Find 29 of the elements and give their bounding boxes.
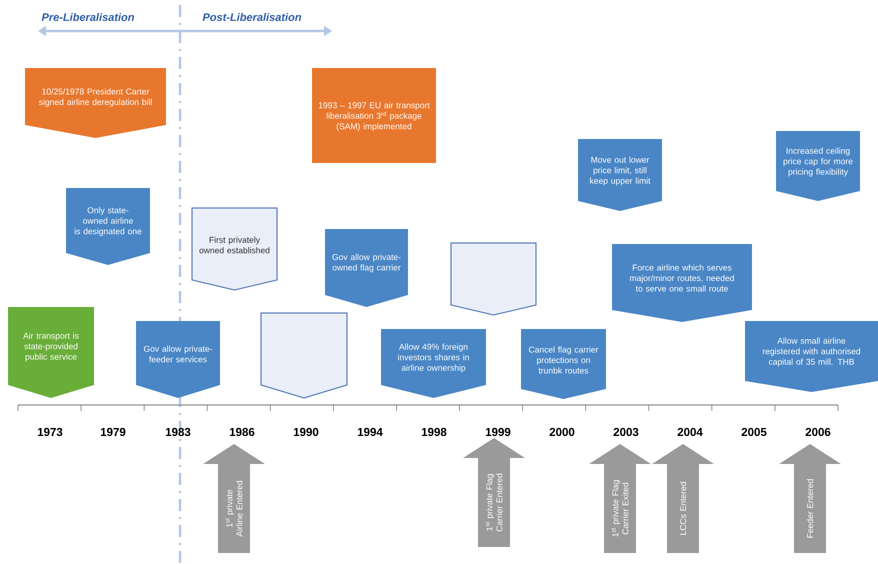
era-label: Post-Liberalisation <box>202 12 302 22</box>
callout-box: First privately owned established <box>192 208 278 290</box>
callout-box: Gov allow private-owned flag carrier <box>325 229 408 307</box>
year-label: 1998 <box>422 428 446 436</box>
year-label: 1994 <box>358 428 383 436</box>
callout-box: Cancel flag carrier protections on trunbk routes <box>521 329 606 399</box>
callout-box: Only state-owned airline is designated one <box>66 188 150 265</box>
callout-box: Allow 49% foreign investors shares in airline ownership <box>381 329 486 398</box>
callout-box: Move out lower price limit, still keep upper limit <box>578 139 662 211</box>
callout-box: Increased ceiling price cap for more pricing flexibility <box>776 131 860 201</box>
year-label: 1986 <box>230 428 254 436</box>
callout-box: Gov allow private-feeder services <box>136 321 220 398</box>
callout-box <box>260 312 348 399</box>
year-label: 2000 <box>550 428 574 436</box>
callout-box <box>450 242 536 316</box>
year-label: 2004 <box>678 428 703 436</box>
year-label: 1999 <box>486 428 510 436</box>
year-label: 1990 <box>294 428 318 436</box>
year-label: 1983 <box>166 428 190 436</box>
year-label: 1979 <box>100 428 126 436</box>
callout-box: 1993 – 1997 EU air transport liberalisation 3$^{rd}$ package (SAM) implemented <box>312 68 436 163</box>
year-label: 2005 <box>742 428 766 436</box>
year-label: 2003 <box>614 428 638 436</box>
callout-box: Air transport is state-provided public service <box>8 307 94 398</box>
year-label: 1973 <box>38 428 62 436</box>
callout-box: Force airline which serves major/minor routes, needed to serve one small route <box>612 244 752 322</box>
era-label: Pre-Liberalisation <box>42 12 134 22</box>
callout-box: Allow small airline registered with authorised capital of 35 mill. THB <box>745 321 878 392</box>
callout-box: 10/25/1978 President Carter signed airline deregulation bill <box>25 68 166 138</box>
